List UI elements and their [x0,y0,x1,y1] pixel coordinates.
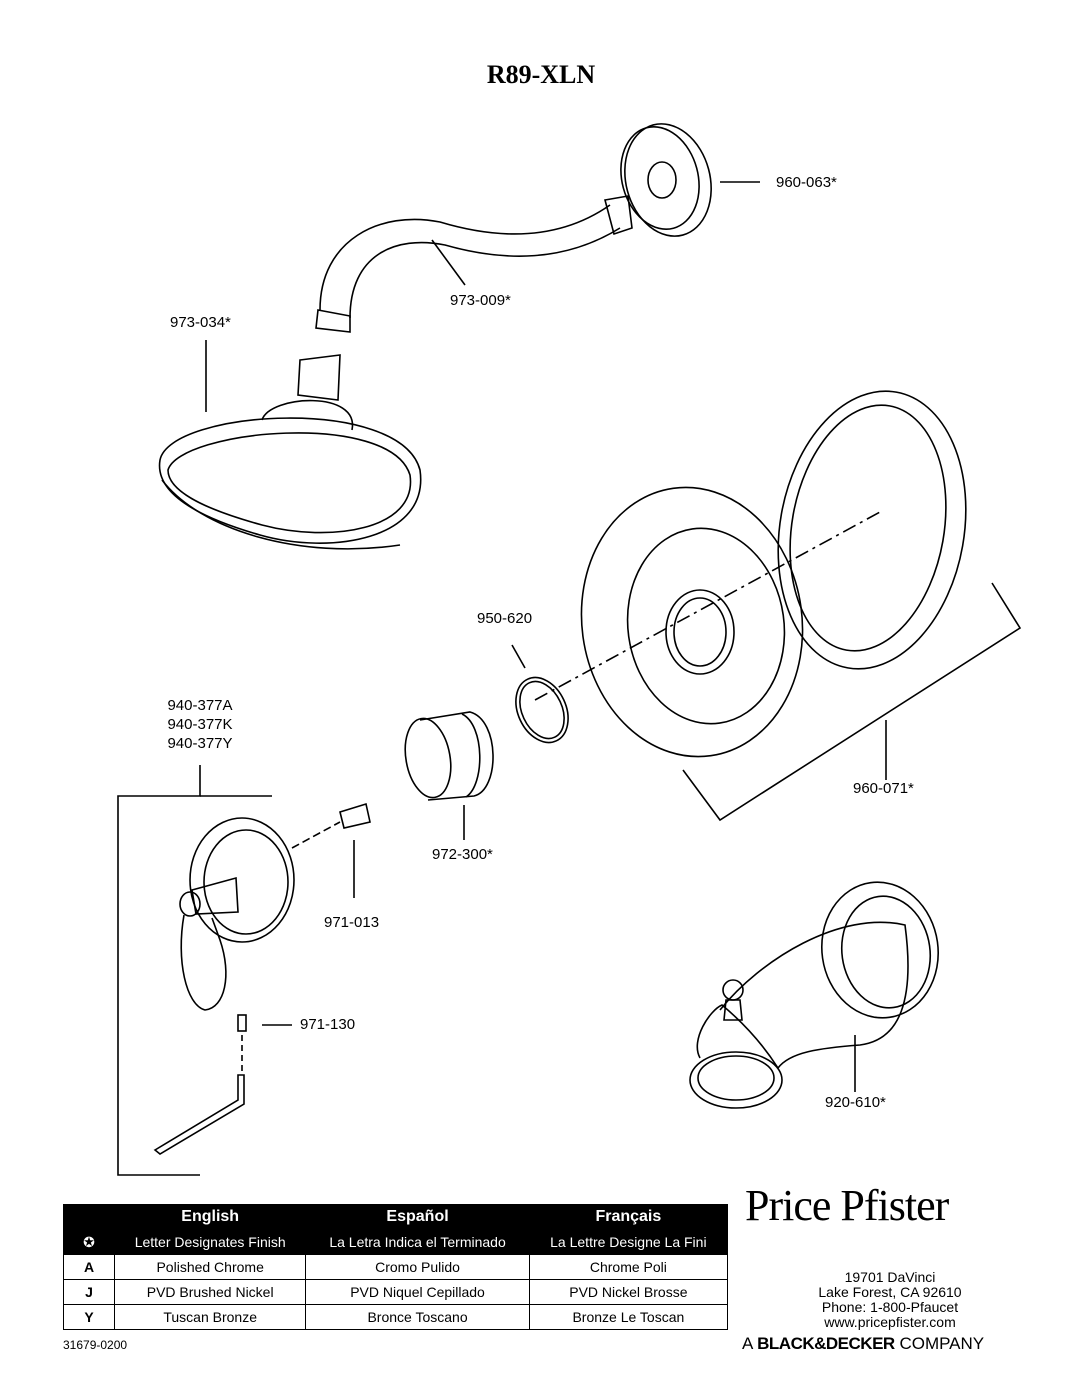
adapter-part [291,802,371,898]
finish-code: A [63,1254,115,1280]
label-set-screw: 971-130 [300,1016,356,1033]
label-sleeve: 972-300* [432,846,493,863]
header-english: English [113,1204,307,1230]
parent-suffix: COMPANY [899,1334,985,1353]
flange-part [620,123,760,237]
finish-spanish: Bronce Toscano [305,1304,530,1330]
finish-french: Chrome Poli [528,1254,729,1280]
label-flange: 960-063* [776,174,837,191]
document-number: 31679-0200 [63,1338,128,1352]
finish-english: Tuscan Bronze [113,1304,307,1330]
label-adapter: 971-013 [324,914,380,931]
label-handle-a: 940-377A [167,697,233,714]
label-o-ring: 950-620 [477,610,533,627]
shower-arm-part [315,195,633,333]
brand-website: www.pricepfister.com [824,1314,956,1330]
label-showerhead: 973-034* [170,314,231,331]
subheader-english: Letter Designates Finish [113,1229,307,1255]
finish-key-icon: ✪ [63,1229,115,1255]
finish-french: Bronze Le Toscan [528,1304,729,1330]
header-french: Français [528,1204,729,1230]
finish-spanish: PVD Niquel Cepillado [305,1279,530,1305]
finish-spanish: Cromo Pulido [305,1254,530,1280]
sleeve-part [404,711,494,840]
finish-code: Y [63,1304,115,1330]
handle-part [117,765,295,1176]
showerhead-part [158,340,422,550]
brand-phone: Phone: 1-800-Pfaucet [821,1299,959,1315]
label-shower-arm: 973-009* [450,292,511,309]
finish-french: PVD Nickel Brosse [528,1279,729,1305]
finish-english: PVD Brushed Nickel [113,1279,307,1305]
finish-code: J [63,1279,115,1305]
label-handle-group: 940-377A 940-377K 940-377Y [150,696,250,753]
subheader-spanish: La Letra Indica el Terminado [305,1229,530,1255]
address-city: Lake Forest, CA 92610 [818,1284,962,1300]
subheader-french: La Lettre Designe La Fini [528,1229,729,1255]
brand-address: 19701 DaVinci Lake Forest, CA 92610 Phon… [770,1270,1010,1330]
escutcheon-part [534,390,1022,822]
label-escutcheon: 960-071* [853,780,914,797]
table-row: Y Tuscan Bronze Bronce Toscano Bronze Le… [63,1304,729,1330]
header-spanish: Español [305,1204,530,1230]
parent-company: A BLACK&DECKER COMPANY [742,1334,984,1354]
o-ring-part [511,644,569,744]
table-row: J PVD Brushed Nickel PVD Niquel Cepillad… [63,1279,729,1305]
brand-logo: Price Pfister [745,1181,949,1230]
parent-prefix: A [742,1334,753,1353]
finish-table: English Español Français ✪ Letter Design… [63,1204,729,1330]
address-street: 19701 DaVinci [844,1269,936,1285]
finish-english: Polished Chrome [113,1254,307,1280]
table-row: A Polished Chrome Cromo Pulido Chrome Po… [63,1254,729,1280]
label-tub-spout: 920-610* [825,1094,886,1111]
label-handle-y: 940-377Y [167,735,233,752]
tub-spout-part [689,881,940,1109]
parent-name: BLACK&DECKER [757,1334,895,1353]
page-title: R89-XLN [486,60,596,89]
label-handle-k: 940-377K [167,716,233,733]
